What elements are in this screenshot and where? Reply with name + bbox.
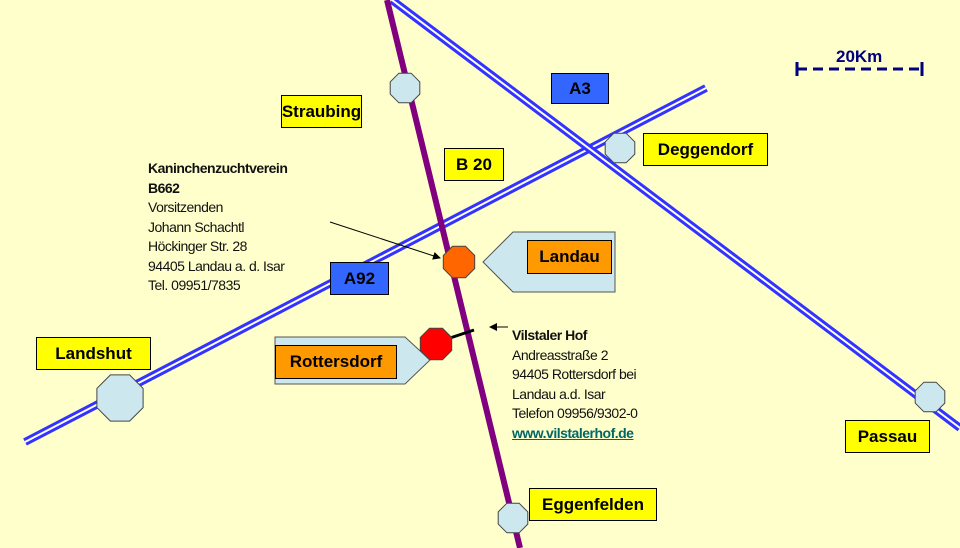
a3-highway (389, 0, 960, 432)
passau-node (914, 381, 946, 413)
club-street: Höckinger Str. 28 (148, 238, 247, 254)
landau-node (442, 245, 476, 279)
club-address: Kaninchenzuchtverein B662 Vorsitzenden J… (148, 159, 288, 296)
label-a92: A92 (330, 262, 389, 295)
hotel-name: Vilstaler Hof (512, 327, 587, 343)
label-rottersdorf: Rottersdorf (275, 345, 397, 379)
hotel-city2: Landau a.d. Isar (512, 385, 606, 402)
label-passau: Passau (845, 420, 930, 453)
rottersdorf-connector (449, 328, 475, 340)
label-landau: Landau (527, 240, 612, 274)
club-city: 94405 Landau a. d. Isar (148, 257, 285, 274)
club-name: Kaninchenzuchtverein (148, 160, 288, 176)
club-person: Johann Schachtl (148, 218, 245, 235)
hotel-phone: Telefon 09956/9302-0 (512, 405, 638, 421)
club-code: B662 (148, 179, 180, 196)
eggenfelden-node (497, 502, 529, 534)
label-b20: B 20 (444, 148, 504, 181)
straubing-node (389, 72, 421, 104)
scale-bar (795, 62, 924, 76)
hotel-street: Andreasstraße 2 (512, 346, 609, 363)
hotel-address: Vilstaler Hof Andreasstraße 2 94405 Rott… (512, 326, 638, 443)
label-straubing: Straubing (281, 95, 362, 128)
hotel-city: 94405 Rottersdorf bei (512, 366, 637, 382)
club-phone: Tel. 09951/7835 (148, 277, 241, 293)
club-arrow (329, 221, 441, 260)
scale-label: 20Km (836, 47, 883, 66)
hotel-website-link[interactable]: www.vilstalerhof.de (512, 424, 634, 441)
label-deggendorf: Deggendorf (643, 133, 768, 166)
rottersdorf-node (419, 327, 453, 361)
label-a3: A3 (551, 73, 609, 104)
label-landshut: Landshut (36, 337, 151, 370)
landshut-node (96, 374, 144, 422)
deggendorf-node (604, 132, 636, 164)
club-role: Vorsitzenden (148, 199, 223, 215)
label-eggenfelden: Eggenfelden (529, 488, 657, 521)
